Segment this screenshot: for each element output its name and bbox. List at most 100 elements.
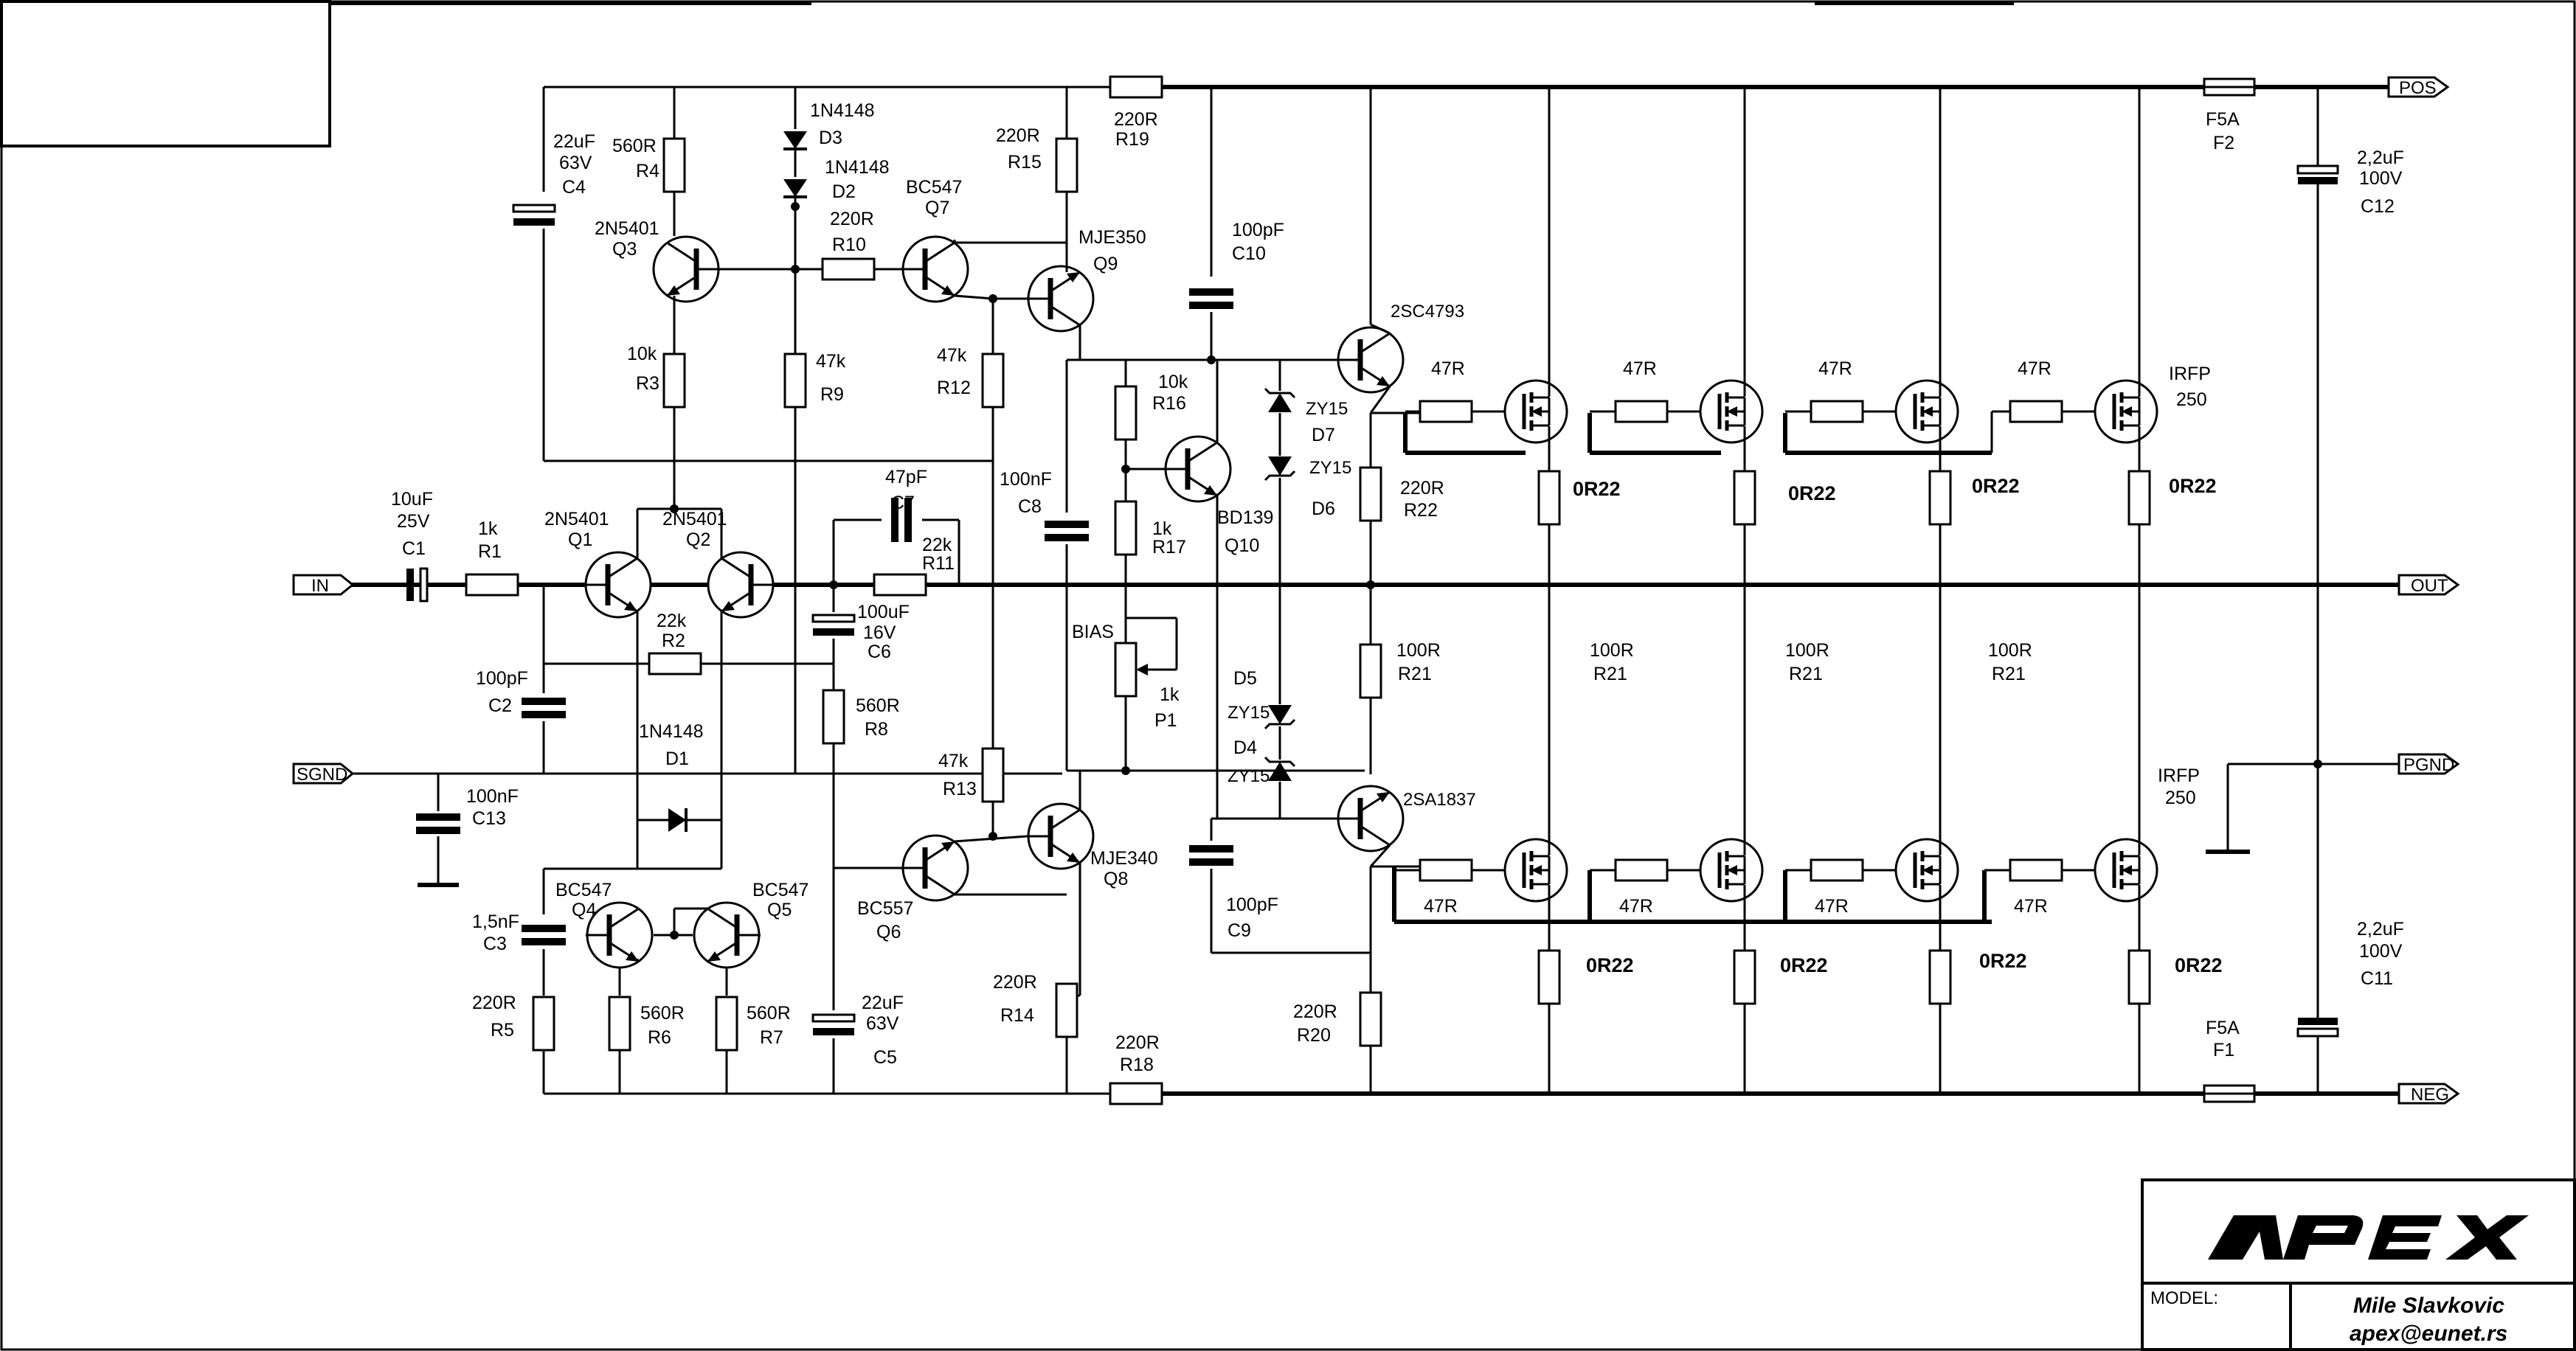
- q3-ref: Q3: [612, 239, 637, 260]
- neg-port-label: NEG: [2411, 1085, 2449, 1105]
- pgnd-port[interactable]: [2397, 753, 2460, 775]
- q2-transistor: [708, 552, 775, 617]
- source-resistor-top-2: [1733, 470, 1756, 526]
- d7-type: ZY15: [1306, 399, 1348, 419]
- c5-ref: C5: [873, 1047, 897, 1068]
- r6-ref: R6: [648, 1027, 671, 1048]
- d6-ref: D6: [1312, 499, 1335, 519]
- source-resistor-top-1: [1537, 470, 1561, 526]
- d7-zener: [1264, 387, 1296, 414]
- r22-value: 220R: [1400, 478, 1444, 499]
- r4-value: 560R: [612, 136, 657, 156]
- r20-ref: R20: [1297, 1025, 1331, 1046]
- q10-ref: Q10: [1225, 535, 1259, 556]
- r21-repeat-value-2: 100R: [1785, 640, 1829, 661]
- c11-voltage: 100V: [2359, 941, 2403, 962]
- r17-resistor: [1114, 500, 1138, 556]
- q9-transistor: [1027, 266, 1093, 331]
- mosfet-top-1: [1505, 381, 1567, 442]
- gate-resistor-1: [1419, 400, 1473, 423]
- r18-ref: R18: [1120, 1055, 1154, 1075]
- r9-resistor: [783, 352, 807, 409]
- r18-value: 220R: [1115, 1032, 1160, 1053]
- c12-voltage: 100V: [2359, 168, 2403, 189]
- r12-value: 47k: [937, 345, 967, 366]
- d3-type: 1N4148: [810, 100, 875, 121]
- src-r-label-b4: 0R22: [2175, 954, 2223, 976]
- d3-diode: [782, 130, 809, 150]
- top-output-bank: [1403, 87, 2157, 585]
- r7-resistor: [715, 996, 738, 1052]
- c2-value: 100pF: [476, 668, 528, 689]
- driver-npn-transistor: [1337, 327, 1403, 392]
- c7-ref: C7: [891, 493, 915, 513]
- r7-value: 560R: [747, 1003, 791, 1024]
- out-port[interactable]: [2397, 574, 2460, 596]
- c13-ref: C13: [472, 808, 506, 829]
- source-resistor-bottom-4: [2127, 949, 2151, 1005]
- q8-transistor: [1027, 804, 1093, 869]
- gate-resistor-2: [1614, 400, 1669, 423]
- src-r-label-b1: 0R22: [1586, 954, 1634, 976]
- d2-diode: [782, 178, 809, 198]
- r7-ref: R7: [760, 1027, 783, 1048]
- r8-ref: R8: [865, 719, 888, 740]
- c9-ref: C9: [1228, 920, 1251, 941]
- gate-r-label-t2: 47R: [1623, 358, 1657, 379]
- driver-pnp-type: 2SA1837: [1403, 790, 1476, 810]
- r6-value: 560R: [640, 1003, 685, 1024]
- source-resistor-bottom-2: [1733, 949, 1756, 1005]
- r5-value: 220R: [472, 993, 516, 1013]
- r12-ref: R12: [937, 378, 971, 398]
- neg-port[interactable]: [2397, 1083, 2460, 1105]
- gate-r-label-b2: 47R: [1619, 896, 1653, 917]
- gate-resistor-3: [1810, 400, 1864, 423]
- p1-value: 1k: [1160, 684, 1180, 705]
- gate-r-label-t4: 47R: [2018, 358, 2052, 379]
- q9-type: MJE350: [1078, 227, 1146, 248]
- sgnd-port[interactable]: [292, 763, 355, 785]
- q3-transistor: [654, 237, 720, 302]
- r11-ref: R11: [922, 553, 955, 574]
- in-port[interactable]: [292, 574, 355, 596]
- c7-value: 47pF: [885, 467, 927, 487]
- q2-ref: Q2: [686, 529, 710, 550]
- r22-resistor: [1359, 466, 1382, 522]
- r21-repeat-ref-2: R21: [1789, 664, 1823, 684]
- c2-ref: C2: [488, 695, 512, 716]
- c11-capacitor: [2296, 1027, 2339, 1038]
- r21-repeat-value-1: 100R: [1590, 640, 1634, 661]
- q5-type: BC547: [752, 880, 809, 900]
- pos-port[interactable]: [2387, 76, 2450, 98]
- r22-ref: R22: [1404, 500, 1438, 521]
- r20-resistor: [1359, 991, 1382, 1047]
- r19-ref: R19: [1115, 129, 1149, 150]
- d4-type: ZY15: [1228, 766, 1270, 786]
- r21-ref: R21: [1398, 664, 1432, 684]
- r16-resistor: [1114, 385, 1138, 441]
- q5-transistor: [694, 903, 761, 968]
- gate-resistor-6: [1614, 858, 1669, 882]
- mosfet-top-3: [1896, 381, 1958, 442]
- f1-value: F5A: [2206, 1018, 2240, 1038]
- gate-r-label-b1: 47R: [1424, 896, 1458, 917]
- r2-value: 22k: [657, 611, 687, 631]
- r3-value: 10k: [627, 344, 657, 364]
- q3-type: 2N5401: [595, 218, 659, 239]
- r18-resistor: [1109, 1082, 1163, 1105]
- r9-value: 47k: [816, 351, 846, 372]
- q1-transistor: [584, 552, 651, 617]
- author-email: apex@eunet.rs: [2350, 1322, 2507, 1346]
- c13-capacitor: [416, 817, 460, 830]
- mosfet-bottom-3: [1896, 839, 1958, 901]
- r8-value: 560R: [856, 695, 900, 716]
- q1-ref: Q1: [568, 529, 592, 550]
- src-r-label-t1: 0R22: [1573, 478, 1621, 500]
- q8-ref: Q8: [1104, 869, 1128, 889]
- p1-bias-pot[interactable]: [1114, 617, 1178, 698]
- p1-ref: P1: [1154, 710, 1177, 731]
- r3-ref: R3: [636, 373, 659, 394]
- r21-repeat-ref-1: R21: [1593, 664, 1627, 684]
- d4-ref: D4: [1233, 737, 1257, 758]
- mos-bottom-number: 250: [2165, 788, 2196, 808]
